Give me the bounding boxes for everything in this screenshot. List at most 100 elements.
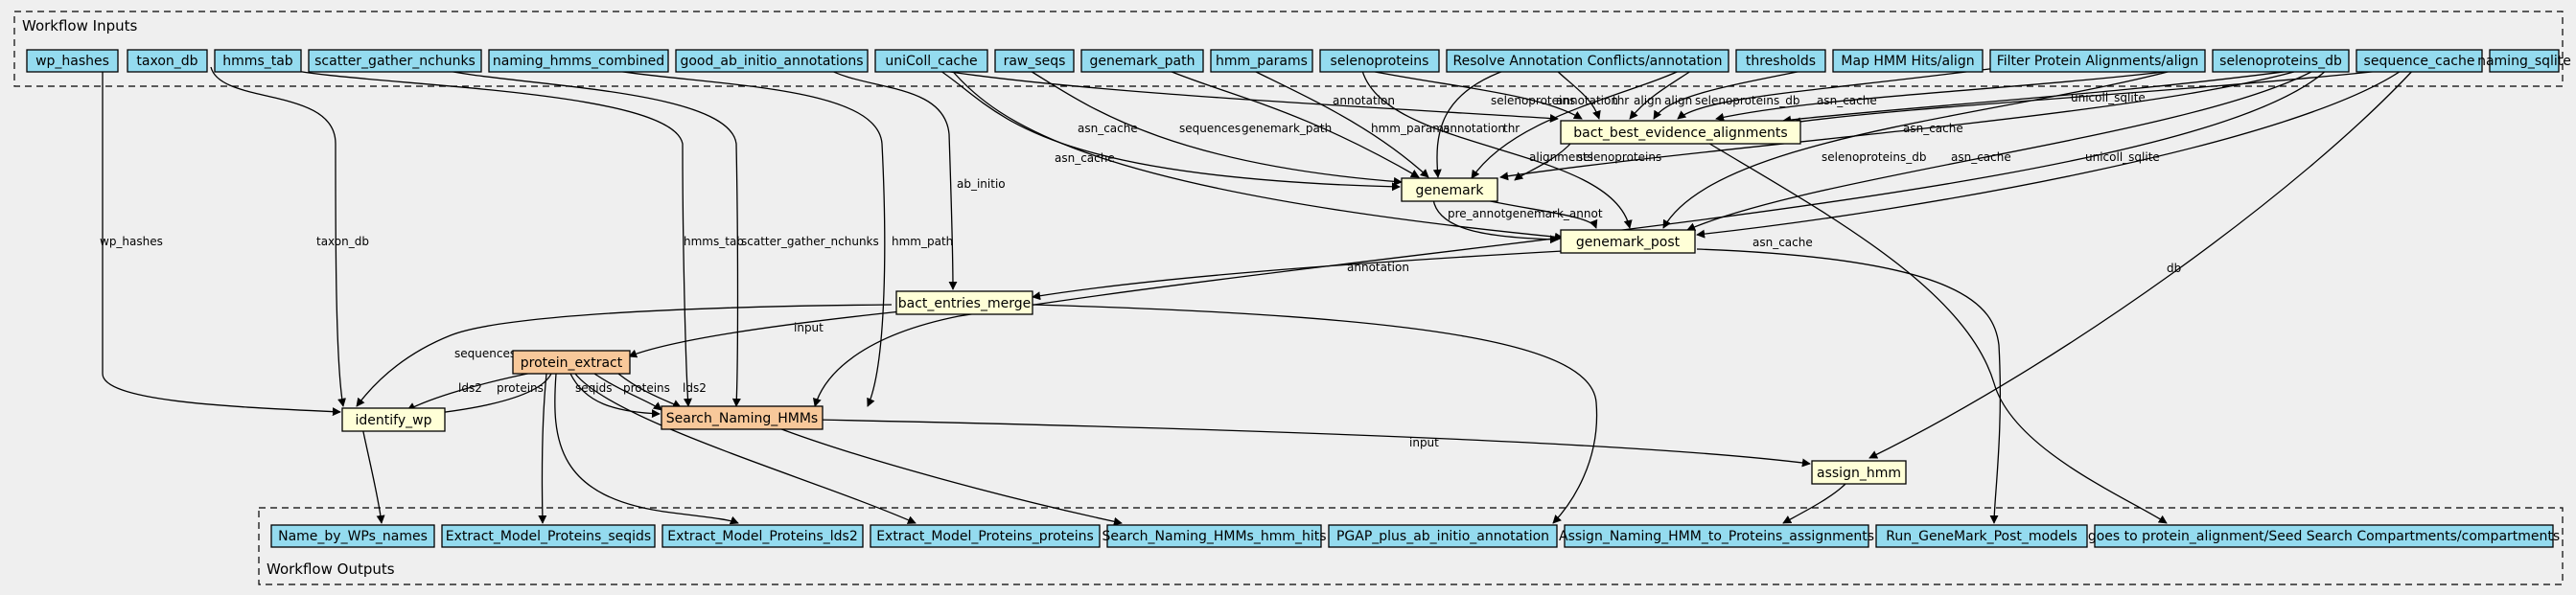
- workflow-inputs-cluster: Workflow Inputs: [13, 11, 2564, 87]
- input-node-raw-seqs[interactable]: raw_seqs: [994, 49, 1075, 73]
- input-node-unicoll-cache[interactable]: uniColl_cache: [874, 49, 988, 73]
- edge-assign-out: [1782, 483, 1846, 524]
- edge-iwp-out: [361, 426, 385, 524]
- output-node-extract-model-proteins-proteins[interactable]: Extract_Model_Proteins_proteins: [870, 524, 1101, 548]
- input-node-label: hmms_tab: [222, 54, 293, 69]
- edge-label-gp-annotation: annotation: [1347, 261, 1409, 274]
- input-node-thresholds[interactable]: thresholds: [1735, 49, 1826, 73]
- input-node-label: scatter_gather_nchunks: [314, 54, 476, 69]
- input-node-good-ab-initio-annotations[interactable]: good_ab_initio_annotations: [675, 49, 869, 73]
- task-node-bact-entries-merge[interactable]: bact_entries_merge: [895, 290, 1033, 315]
- edge-sc-asn-g: [1499, 66, 2311, 181]
- input-node-sequence-cache[interactable]: sequence_cache: [2356, 49, 2483, 73]
- output-node-pgap-plus-ab-initio-annotation[interactable]: PGAP_plus_ab_initio_annotation: [1328, 524, 1558, 548]
- output-node-run-genemark-post-models[interactable]: Run_GeneMark_Post_models: [1875, 524, 2088, 548]
- output-node-label: Extract_Model_Proteins_proteins: [876, 529, 1094, 544]
- edge-sdb-gp: [1662, 66, 2187, 229]
- edge-label-uc-annotation: annotation: [1333, 94, 1395, 107]
- edge-snh-input: [814, 419, 1811, 468]
- output-node-extract-model-proteins-lds2[interactable]: Extract_Model_Proteins_lds2: [661, 524, 864, 548]
- edge-label-gm-path: genemark_path: [1242, 122, 1332, 135]
- input-node-hmms-tab[interactable]: hmms_tab: [214, 49, 302, 73]
- output-node-label: PGAP_plus_ab_initio_annotation: [1336, 529, 1549, 544]
- task-node-assign-hmm[interactable]: assign_hmm: [1811, 460, 1907, 485]
- output-node-label: goes to protein_alignment/Seed Search Co…: [2088, 529, 2560, 544]
- edge-pe-proteins-snh: [593, 373, 662, 411]
- edge-ab-initio: [824, 66, 958, 290]
- edges: wp_hashes taxon_db hmms_tab scatter_gath…: [100, 66, 2417, 526]
- edge-pe-lds2-out: [554, 373, 739, 525]
- output-node-search-naming-hmms-hits[interactable]: Search_Naming_HMMs_hmm_hits: [1102, 524, 1327, 548]
- edge-label-wp-hashes: wp_hashes: [100, 235, 163, 248]
- edge-wp-hashes: [102, 67, 341, 417]
- workflow-outputs-label: Workflow Outputs: [267, 561, 395, 578]
- edge-rac-g: [1432, 66, 1516, 178]
- input-node-label: Filter Protein Alignments/align: [1997, 54, 2199, 69]
- edge-label-sdb-bbea: selenoproteins_db: [1695, 94, 1799, 107]
- edge-label-uc-asn-g: asn_cache: [1078, 122, 1138, 135]
- output-node-extract-model-proteins-seqids[interactable]: Extract_Model_Proteins_seqids: [441, 524, 656, 548]
- input-node-wp-hashes[interactable]: wp_hashes: [26, 49, 119, 73]
- input-node-label: raw_seqs: [1004, 54, 1066, 69]
- workflow-inputs-label: Workflow Inputs: [22, 17, 137, 34]
- edge-label-bbea-alignments: alignments: [1529, 150, 1593, 164]
- output-node-label: Run_GeneMark_Post_models: [1886, 529, 2077, 544]
- edge-label-seleno-bbea: selenoproteins: [1491, 94, 1575, 107]
- input-node-filter-protein-alignments[interactable]: Filter Protein Alignments/align: [1989, 49, 2206, 73]
- edge-scatter: [430, 66, 741, 407]
- edge-seleno-bbea: [1351, 66, 1583, 120]
- edge-sc-asn-bbea: [1782, 66, 2321, 125]
- input-node-naming-sqlite[interactable]: naming_sqlite: [2477, 49, 2571, 73]
- edge-bbea-goes: [1706, 141, 2168, 524]
- edge-hmm-path: [593, 66, 886, 407]
- subworkflow-node-label: Search_Naming_HMMs: [666, 411, 818, 426]
- output-nodes: Name_by_WPs_names Extract_Model_Proteins…: [270, 524, 2560, 548]
- task-node-genemark[interactable]: genemark: [1401, 177, 1498, 202]
- input-node-hmm-params[interactable]: hmm_params: [1210, 49, 1313, 73]
- task-node-genemark-post[interactable]: genemark_post: [1560, 229, 1696, 254]
- subworkflow-nodes: protein_extract Search_Naming_HMMs: [512, 350, 824, 430]
- task-node-label: assign_hmm: [1817, 466, 1901, 481]
- subworkflow-node-search-naming-hmms[interactable]: Search_Naming_HMMs: [661, 405, 824, 430]
- edge-label-taxon-db: taxon_db: [316, 235, 369, 248]
- edge-label-hmms-tab: hmms_tab: [684, 235, 744, 248]
- output-node-goes-to-protein-alignment[interactable]: goes to protein_alignment/Seed Search Co…: [2088, 524, 2560, 548]
- edge-label-sc-asn-snh: asn_cache: [1752, 236, 1813, 249]
- edge-gp-run: [1696, 248, 2002, 524]
- input-node-label: good_ab_initio_annotations: [680, 54, 863, 69]
- edge-g-genemark-annot: [1480, 198, 1598, 229]
- edge-label-pe-proteins-iwp: proteins: [497, 381, 544, 395]
- edge-label-hmm-path: hmm_path: [892, 235, 953, 248]
- output-node-label: Assign_Naming_HMM_to_Proteins_assignment…: [1559, 529, 1874, 544]
- edge-label-sc-asn-gp: asn_cache: [1951, 150, 2011, 164]
- edge-hmm-params: [1245, 66, 1429, 178]
- input-node-label: uniColl_cache: [885, 54, 977, 69]
- input-node-taxon-db[interactable]: taxon_db: [127, 49, 208, 73]
- edge-bem-input: [628, 310, 902, 358]
- task-node-bact-best-evidence-alignments[interactable]: bact_best_evidence_alignments: [1560, 120, 1801, 145]
- edge-label-g-genemark-annot: genemark_annot: [1505, 207, 1603, 220]
- edge-map-align: [1653, 66, 1822, 120]
- edge-label-raw-sequences: sequences: [1179, 122, 1241, 135]
- output-node-assign-naming-hmm-assignments[interactable]: Assign_Naming_HMM_to_Proteins_assignment…: [1559, 524, 1874, 548]
- subworkflow-node-protein-extract[interactable]: protein_extract: [512, 350, 631, 375]
- output-node-name-by-wps-names[interactable]: Name_by_WPs_names: [270, 524, 435, 548]
- input-node-resolve-annotation-conflicts[interactable]: Resolve Annotation Conflicts/annotation: [1446, 49, 1729, 73]
- input-node-naming-hmms-combined[interactable]: naming_hmms_combined: [488, 49, 669, 73]
- edge-gp-annotation: [1032, 250, 1564, 301]
- input-node-label: thresholds: [1746, 54, 1816, 69]
- input-node-label: naming_hmms_combined: [493, 54, 664, 69]
- task-node-label: bact_best_evidence_alignments: [1573, 126, 1787, 141]
- input-node-selenoproteins-db[interactable]: selenoproteins_db: [2212, 49, 2350, 73]
- input-node-map-hmm-hits[interactable]: Map HMM Hits/align: [1832, 49, 1984, 73]
- workflow-outputs-cluster: Workflow Outputs: [258, 507, 2564, 585]
- edge-label-rac-bbea: annotation: [1556, 94, 1618, 107]
- edge-label-scatter: scatter_gather_nchunks: [741, 235, 879, 248]
- edge-pe-proteins-out: [574, 373, 917, 524]
- edge-label-sdb-gp: selenoproteins_db: [1822, 150, 1926, 164]
- input-node-selenoproteins[interactable]: selenoproteins: [1319, 49, 1440, 73]
- input-node-scatter-gather-nchunks[interactable]: scatter_gather_nchunks: [308, 49, 482, 73]
- input-node-genemark-path[interactable]: genemark_path: [1080, 49, 1204, 73]
- task-node-identify-wp[interactable]: identify_wp: [341, 407, 446, 432]
